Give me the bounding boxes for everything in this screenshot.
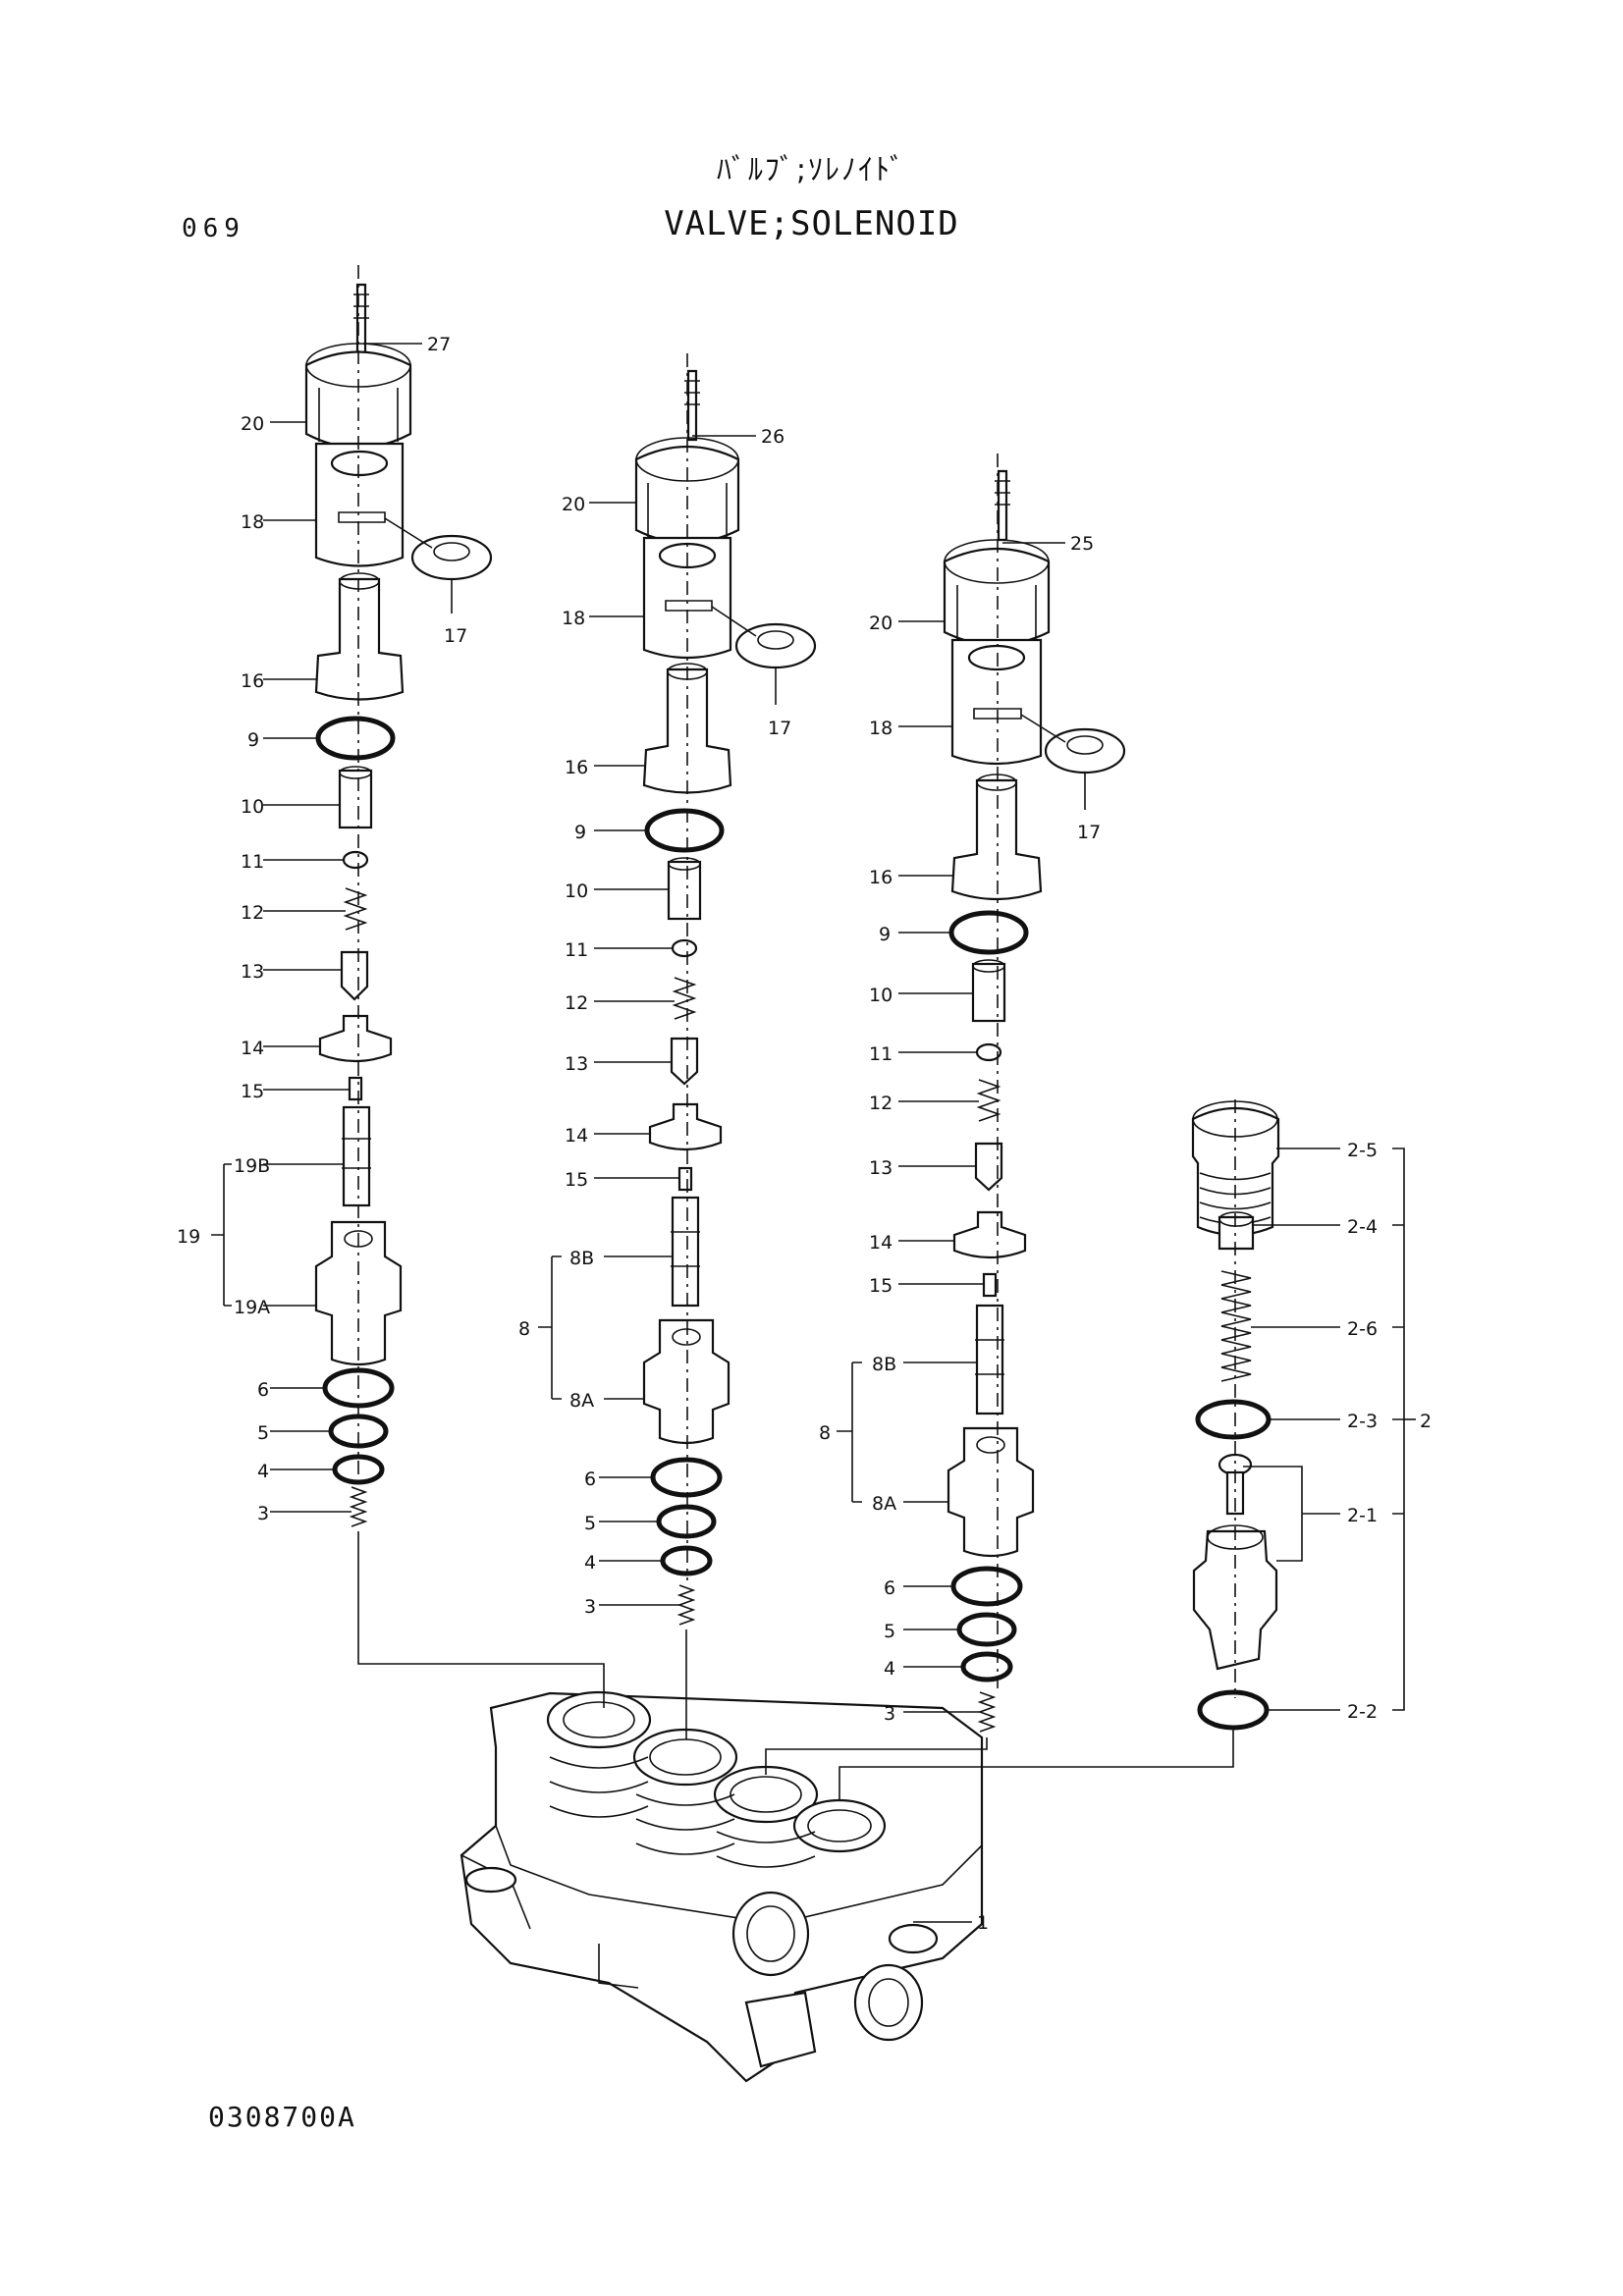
callout-6: 6 xyxy=(884,1577,895,1599)
callout-8A: 8A xyxy=(569,1390,594,1412)
callout-12: 12 xyxy=(565,992,588,1014)
callout-10: 10 xyxy=(565,881,588,902)
callout-8A: 8A xyxy=(872,1493,896,1515)
callout-14: 14 xyxy=(869,1232,893,1254)
callout-25: 25 xyxy=(1070,533,1094,555)
callout-4: 4 xyxy=(257,1461,269,1482)
callout-15: 15 xyxy=(869,1275,893,1297)
callout-2-3: 2-3 xyxy=(1347,1411,1378,1432)
solenoid-assembly-1 xyxy=(304,265,605,1708)
page-number: 069 xyxy=(182,214,245,243)
callout-5: 5 xyxy=(884,1621,895,1642)
callout-8: 8 xyxy=(518,1318,530,1340)
callout-16: 16 xyxy=(241,670,264,692)
callout-3: 3 xyxy=(584,1596,596,1618)
callout-14: 14 xyxy=(565,1125,588,1147)
callout-6: 6 xyxy=(257,1379,269,1401)
callout-26: 26 xyxy=(761,426,784,448)
title-japanese: ﾊﾞﾙﾌﾞ;ｿﾚﾉｲﾄﾞ xyxy=(716,153,907,187)
callout-17: 17 xyxy=(444,625,467,647)
callout-13: 13 xyxy=(869,1157,893,1179)
callout-4: 4 xyxy=(884,1658,895,1680)
callout-8: 8 xyxy=(819,1422,831,1444)
callout-11: 11 xyxy=(565,939,588,961)
callout-14: 14 xyxy=(241,1038,264,1059)
callout-17: 17 xyxy=(1077,822,1101,843)
title-english: VALVE;SOLENOID xyxy=(664,204,959,243)
callout-15: 15 xyxy=(241,1081,264,1102)
callout-2: 2 xyxy=(1420,1411,1432,1432)
callout-labels: 27 20 18 17 16 9 10 11 12 13 14 15 19B 1… xyxy=(177,334,1432,1934)
relief-valve-assembly xyxy=(839,1099,1280,1800)
callout-5: 5 xyxy=(584,1513,596,1534)
callout-10: 10 xyxy=(241,796,264,818)
callout-20: 20 xyxy=(241,413,264,435)
callout-20: 20 xyxy=(869,613,893,634)
callout-5: 5 xyxy=(257,1422,269,1444)
callout-3: 3 xyxy=(257,1503,269,1524)
callout-2-1: 2-1 xyxy=(1347,1505,1378,1526)
callout-1: 1 xyxy=(977,1912,989,1934)
callout-8B: 8B xyxy=(569,1248,594,1269)
callout-16: 16 xyxy=(565,757,588,778)
solenoid-assembly-2 xyxy=(634,353,817,1739)
callout-19B: 19B xyxy=(234,1155,270,1177)
drawing-number: 0308700A xyxy=(208,2101,356,2133)
valve-body xyxy=(460,1690,984,2083)
callout-11: 11 xyxy=(241,851,264,873)
callout-6: 6 xyxy=(584,1468,596,1490)
callout-27: 27 xyxy=(427,334,451,355)
callout-16: 16 xyxy=(869,867,893,888)
callout-9: 9 xyxy=(247,729,259,751)
callout-2-5: 2-5 xyxy=(1347,1140,1378,1161)
callout-18: 18 xyxy=(869,718,893,739)
callout-17: 17 xyxy=(768,718,791,739)
callout-8B: 8B xyxy=(872,1354,896,1375)
callout-13: 13 xyxy=(241,961,264,983)
callout-19: 19 xyxy=(177,1226,200,1248)
callout-18: 18 xyxy=(562,608,585,629)
callout-12: 12 xyxy=(869,1093,893,1114)
callout-9: 9 xyxy=(879,924,891,945)
callout-2-6: 2-6 xyxy=(1347,1318,1378,1340)
callout-13: 13 xyxy=(565,1053,588,1075)
callout-12: 12 xyxy=(241,902,264,924)
callout-2-4: 2-4 xyxy=(1347,1216,1378,1238)
solenoid-assembly-3 xyxy=(765,454,1126,1775)
callout-20: 20 xyxy=(562,494,585,515)
callout-15: 15 xyxy=(565,1169,588,1191)
callout-2-2: 2-2 xyxy=(1347,1701,1378,1723)
callout-4: 4 xyxy=(584,1552,596,1574)
callout-11: 11 xyxy=(869,1043,893,1065)
callout-9: 9 xyxy=(574,822,586,843)
callout-10: 10 xyxy=(869,985,893,1006)
callout-18: 18 xyxy=(241,511,264,533)
callout-3: 3 xyxy=(884,1703,895,1725)
callout-19A: 19A xyxy=(234,1297,270,1318)
leader-lines xyxy=(211,343,1416,1923)
